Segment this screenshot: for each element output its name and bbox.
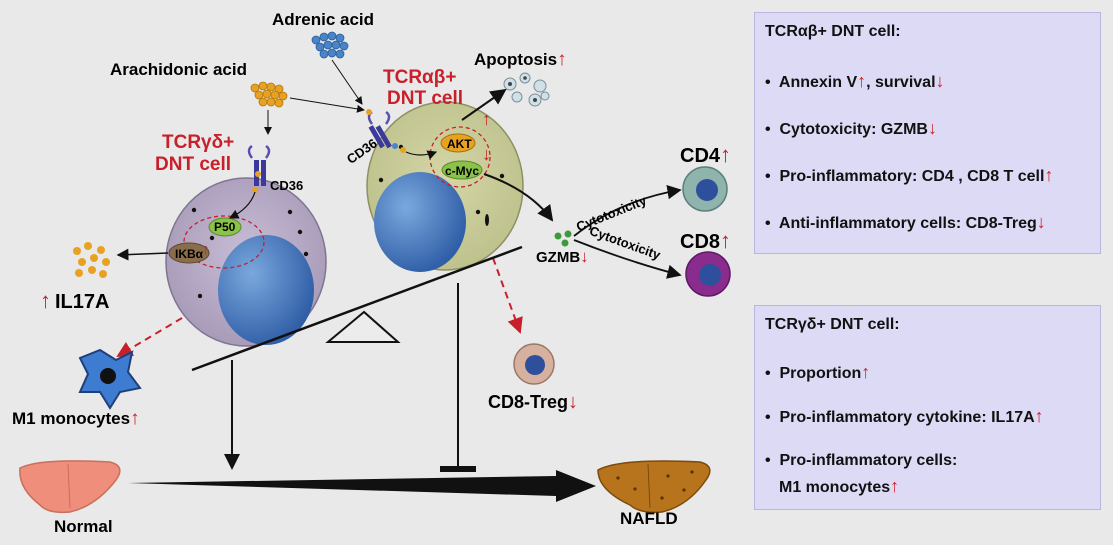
ikba-up-arrow: ↑ bbox=[202, 241, 210, 258]
seesaw-fulcrum bbox=[325, 310, 401, 343]
cmyc-down-arrow: ↓ bbox=[482, 144, 491, 164]
to-m1-monocytes-arrow bbox=[116, 317, 183, 358]
cd36-receptor-left bbox=[247, 144, 271, 193]
seesaw-beam bbox=[191, 245, 523, 372]
cytotoxicity-label-2: Cytotoxicity bbox=[587, 223, 663, 263]
panel-gd-item-2: • Pro-inflammatory cytokine: IL17A↑ bbox=[765, 406, 1044, 426]
m1-monocytes-label: M1 monocytes↑ bbox=[12, 408, 140, 429]
cmyc-to-gzmb-arrow bbox=[483, 173, 554, 222]
to-cd8-treg-arrow bbox=[492, 257, 523, 334]
arachidonic-to-right-arrow bbox=[289, 97, 365, 113]
tcr-ab-label-line2: DNT cell bbox=[387, 88, 463, 109]
tcr-gd-label-line1: TCRγδ+ bbox=[162, 132, 234, 153]
cd8-cell bbox=[685, 251, 731, 297]
cd36-to-p50-arrow bbox=[228, 191, 256, 219]
gzmb-label: GZMB↓ bbox=[536, 247, 589, 266]
panel-gd-title: TCRγδ+ DNT cell: bbox=[765, 316, 900, 333]
ikba-label: IKBα bbox=[175, 247, 204, 261]
normal-liver bbox=[19, 460, 121, 514]
arachidonic-acid-cluster bbox=[250, 81, 288, 108]
cd8-treg-label: CD8-Treg↓ bbox=[488, 391, 578, 413]
il17a-up-arrow: ↑ bbox=[40, 288, 51, 313]
tcr-ab-label-line1: TCRαβ+ bbox=[383, 67, 456, 88]
tcr-gd-dnt-cell bbox=[165, 177, 327, 347]
il17a-label: ↑IL17A bbox=[40, 288, 109, 313]
tcr-gd-summary-panel: TCRγδ+ DNT cell: • Proportion↑ • Pro-inf… bbox=[754, 305, 1101, 510]
apoptosis-bodies bbox=[503, 72, 550, 107]
nafld-liver bbox=[597, 460, 711, 514]
tcr-ab-summary-panel: TCRαβ+ DNT cell: • Annexin V↑, survival↓… bbox=[754, 12, 1101, 254]
normal-label: Normal bbox=[54, 517, 113, 536]
gzmb-down-arrow: ↓ bbox=[580, 247, 589, 266]
gzmb-granules bbox=[554, 230, 572, 247]
adrenic-acid-cluster bbox=[311, 31, 349, 59]
tcr-ab-dnt-cell bbox=[366, 101, 524, 272]
cd4-up-arrow: ↑ bbox=[720, 142, 731, 167]
panel-gd-item-3: • Pro-inflammatory cells: bbox=[765, 452, 958, 469]
panel-gd-item-1: • Proportion↑ bbox=[765, 362, 871, 382]
adrenic-acid-label: Adrenic acid bbox=[272, 10, 374, 29]
tcr-gd-label-line2: DNT cell bbox=[155, 154, 231, 175]
nafld-label: NAFLD bbox=[620, 509, 678, 528]
cytotoxicity-cd8-arrow bbox=[573, 239, 682, 279]
cd8-treg-cell bbox=[513, 343, 555, 385]
panel-ab-item-4: • Anti-inflammatory cells: CD8-Treg↓ bbox=[765, 212, 1046, 232]
panel-ab-item-1: • Annexin V↑, survival↓ bbox=[765, 71, 945, 91]
ikba-to-il17a-arrow bbox=[116, 248, 169, 261]
left-nucleus bbox=[218, 235, 314, 345]
right-nucleus bbox=[374, 172, 466, 272]
panel-ab-item-3: • Pro-inflammatory: CD4 , CD8 T cell↑ bbox=[765, 165, 1054, 185]
panel-ab-title: TCRαβ+ DNT cell: bbox=[765, 23, 901, 40]
panel-gd-item-3b: M1 monocytes↑ bbox=[779, 476, 900, 496]
cd8-up-arrow: ↑ bbox=[720, 228, 731, 253]
akt-to-apoptosis-arrow bbox=[461, 88, 507, 121]
panel-ab-item-2: • Cytotoxicity: GZMB↓ bbox=[765, 118, 937, 138]
cytotoxicity-cd4-arrow bbox=[573, 184, 682, 237]
cd8-label: CD8↑ bbox=[680, 228, 731, 253]
cd8-treg-down-arrow: ↓ bbox=[568, 391, 578, 413]
apoptosis-arrow: ↑ bbox=[557, 49, 567, 70]
m1-monocyte-cell bbox=[78, 348, 142, 410]
cd36-to-akt-arrow bbox=[405, 150, 438, 160]
cd36-label-left: CD36 bbox=[270, 178, 303, 193]
akt-up-arrow: ↑ bbox=[482, 109, 491, 129]
cytotoxicity-label-1: Cytotoxicity bbox=[574, 192, 649, 234]
cd4-cell bbox=[682, 166, 728, 212]
p50-label: P50 bbox=[214, 220, 236, 234]
il17a-cluster bbox=[73, 242, 110, 278]
apoptosis-label: Apoptosis↑ bbox=[474, 49, 567, 70]
progression-arrow bbox=[128, 470, 596, 502]
m1-up-arrow: ↑ bbox=[130, 408, 140, 429]
normal-liver-lobe-line bbox=[67, 463, 71, 509]
cmyc-label: c-Myc bbox=[445, 164, 479, 178]
cd36-receptor-right bbox=[366, 109, 406, 153]
adrenic-to-cd36-arrow bbox=[331, 59, 363, 105]
akt-label: AKT bbox=[447, 137, 472, 151]
arachidonic-acid-label: Arachidonic acid bbox=[110, 60, 247, 79]
cd4-label: CD4↑ bbox=[680, 142, 731, 167]
